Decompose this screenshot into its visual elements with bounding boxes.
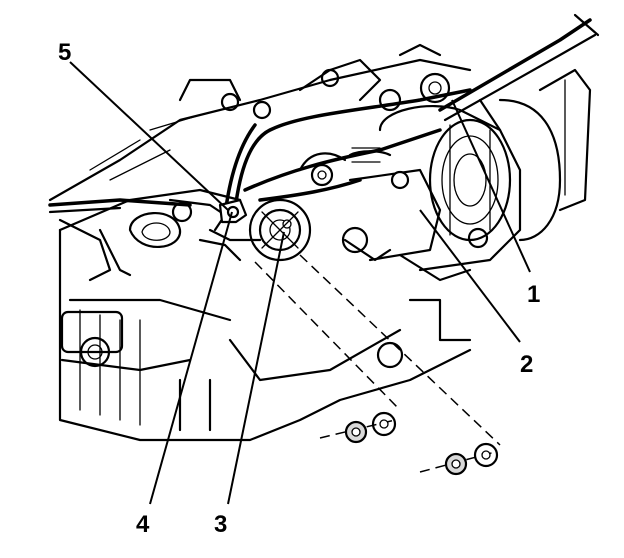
leader-2 [419,209,521,343]
leader-1 [451,99,531,273]
callout-labels: 1 2 3 4 5 [58,39,540,538]
callout-4: 4 [136,511,150,538]
callout-1: 1 [527,281,540,308]
callout-5: 5 [58,39,71,66]
leader-lines [69,61,531,505]
leader-4 [149,211,233,505]
leader-3 [227,231,285,505]
callout-3: 3 [214,511,227,538]
callout-2: 2 [520,351,533,378]
leader-5 [69,61,229,211]
engine-block-artwork [48,13,600,476]
